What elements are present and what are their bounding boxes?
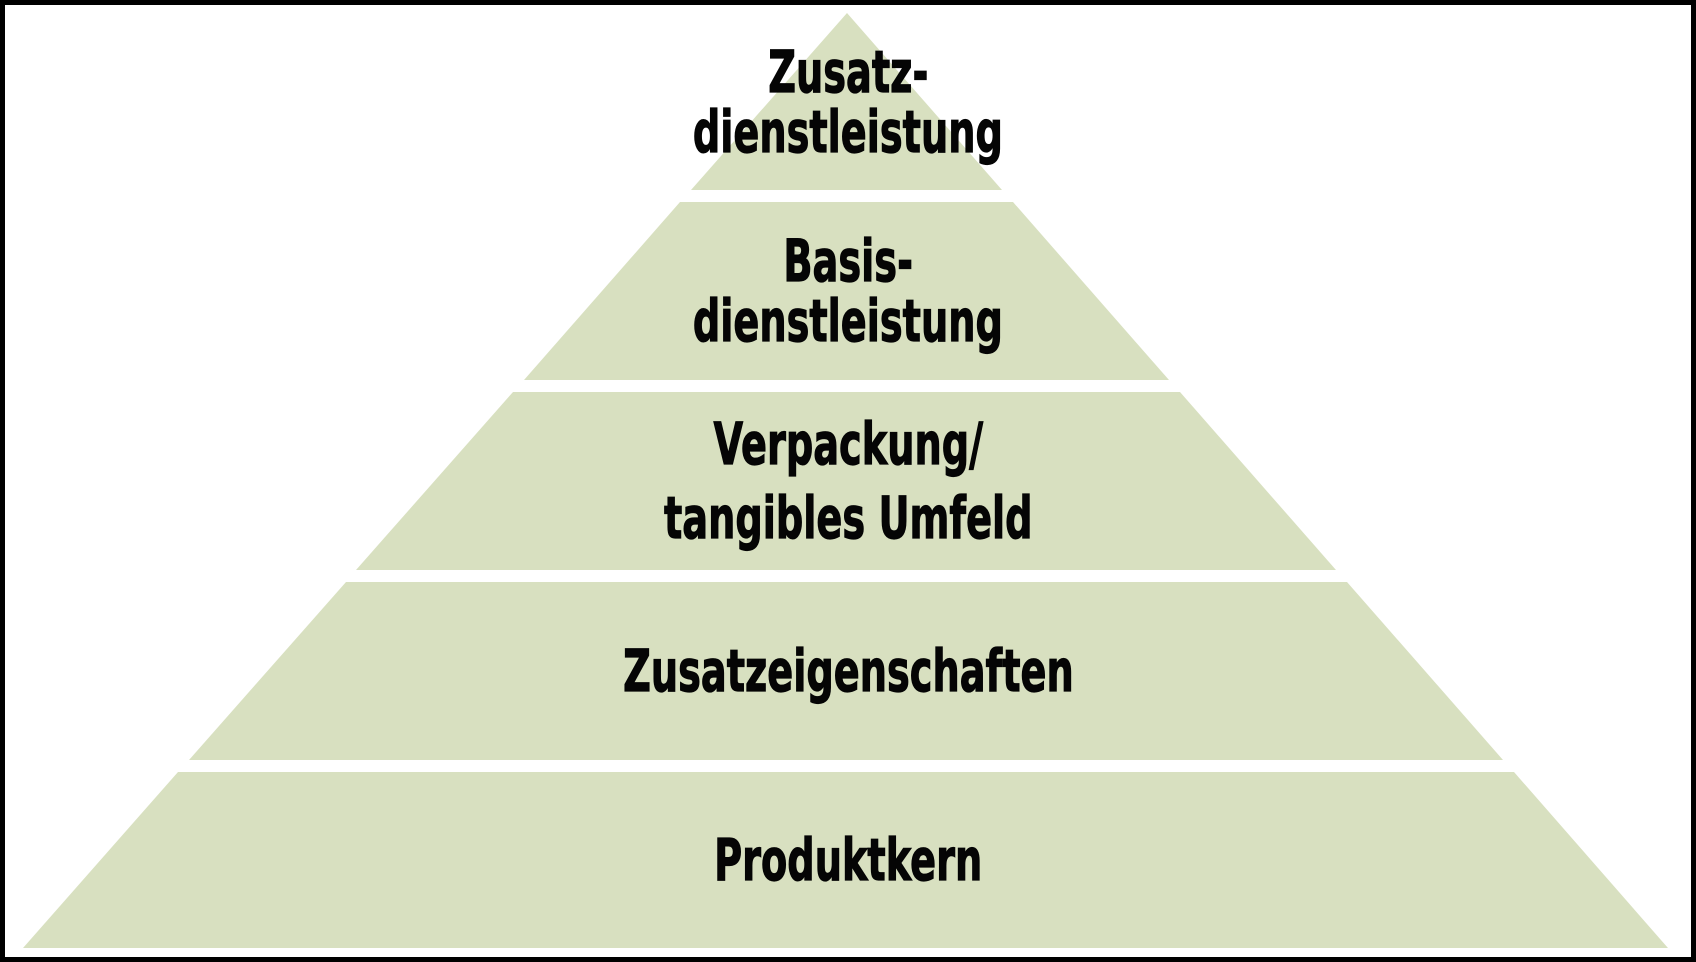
pyramid-level-3-shape [356, 392, 1336, 570]
pyramid-level-5-shape [23, 772, 1668, 948]
pyramid-level-4-shape [189, 582, 1503, 760]
pyramid-level-2-shape [524, 202, 1169, 380]
pyramid-level-1-shape [691, 13, 1002, 190]
